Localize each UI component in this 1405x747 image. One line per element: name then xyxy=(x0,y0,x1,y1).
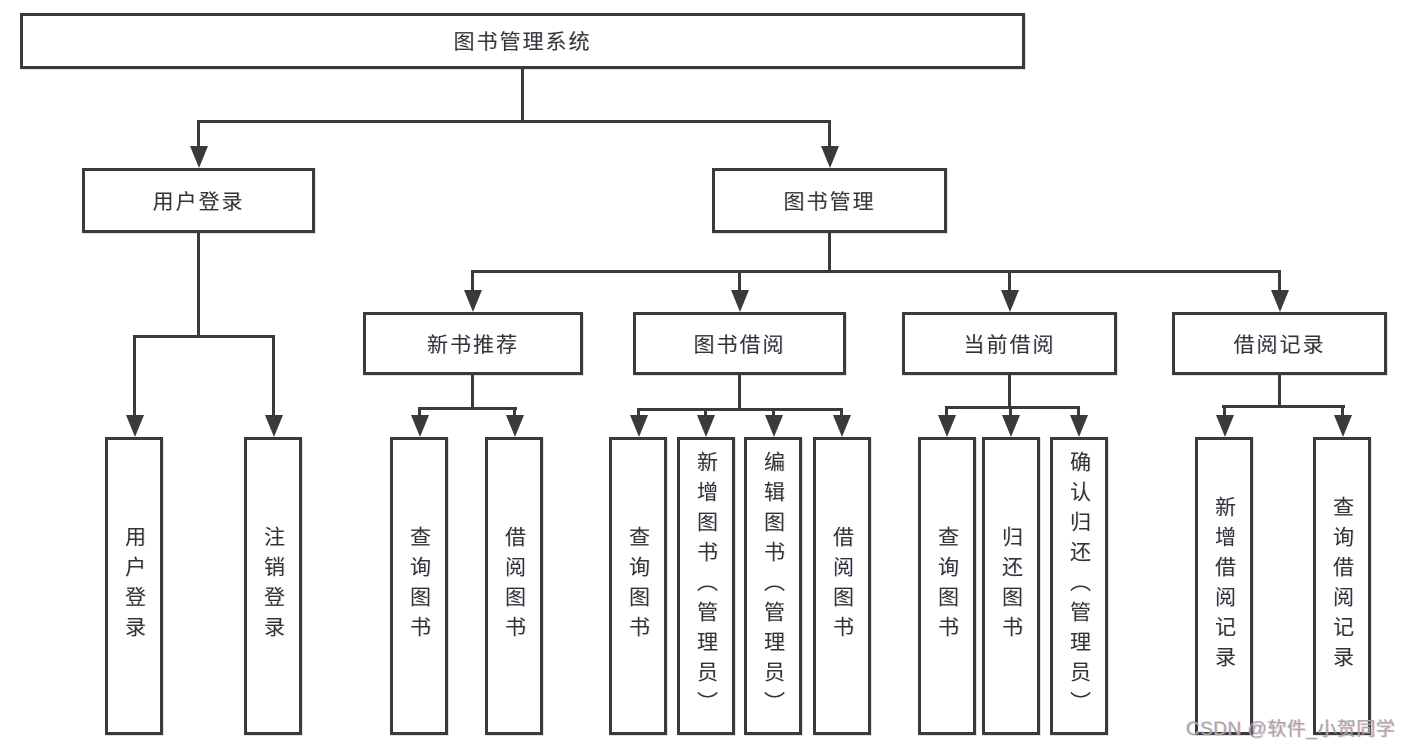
connector-recommend-stem xyxy=(471,375,474,409)
connector-bookmgmt-rail xyxy=(471,270,1281,273)
connector-borrowing-drop-3 xyxy=(772,408,775,417)
arrowhead-icon xyxy=(938,415,956,437)
arrowhead-icon xyxy=(265,415,283,437)
connector-current-rail xyxy=(945,406,1080,409)
connector-records-drop-1 xyxy=(1223,405,1226,417)
arrowhead-icon xyxy=(1216,415,1234,437)
node-library-system: 图书管理系统 xyxy=(20,13,1025,69)
arrowhead-icon xyxy=(411,415,429,437)
connector-borrowing-drop-2 xyxy=(704,408,707,417)
leaf-confirm-return-admin: 确认归还（管理员） xyxy=(1050,437,1108,735)
arrowhead-icon xyxy=(1070,415,1088,437)
node-new-book-recommend-label: 新书推荐 xyxy=(427,333,519,357)
leaf-edit-books-admin-label: 编辑图书（管理员） xyxy=(761,451,785,721)
connector-records-rail xyxy=(1222,405,1345,408)
leaf-return-books-label: 归还图书 xyxy=(999,526,1023,646)
node-user-login-label: 用户登录 xyxy=(152,190,245,214)
leaf-confirm-return-admin-label: 确认归还（管理员） xyxy=(1067,451,1091,721)
leaf-query-books-current-label: 查询图书 xyxy=(935,526,959,646)
node-book-borrowing: 图书借阅 xyxy=(633,312,846,375)
connector-userlogin-stem xyxy=(197,233,200,335)
leaf-query-books-current: 查询图书 xyxy=(918,437,976,735)
leaf-add-borrow-record-label: 新增借阅记录 xyxy=(1212,496,1236,676)
leaf-query-borrow-record-label: 查询借阅记录 xyxy=(1330,496,1354,676)
connector-root-drop-right xyxy=(828,120,831,148)
leaf-add-books-admin: 新增图书（管理员） xyxy=(677,437,735,735)
leaf-logout: 注销登录 xyxy=(244,437,302,735)
connector-current-stem xyxy=(1008,375,1011,408)
node-current-borrowing: 当前借阅 xyxy=(902,312,1117,375)
node-book-borrowing-label: 图书借阅 xyxy=(693,333,786,357)
node-current-borrowing-label: 当前借阅 xyxy=(963,333,1056,357)
leaf-query-books-recommend-label: 查询图书 xyxy=(407,526,431,646)
connector-root-drop-left xyxy=(197,120,200,148)
leaf-borrow-books-borrowing-label: 借阅图书 xyxy=(830,526,854,646)
leaf-logout-label: 注销登录 xyxy=(261,526,285,646)
leaf-user-login: 用户登录 xyxy=(105,437,163,735)
connector-recommend-drop-1 xyxy=(418,407,421,417)
leaf-user-login-label: 用户登录 xyxy=(122,526,146,646)
connector-records-stem xyxy=(1278,375,1281,407)
leaf-query-books-borrowing-label: 查询图书 xyxy=(626,526,650,646)
connector-userlogin-drop-2 xyxy=(272,335,275,417)
connector-current-drop-1 xyxy=(945,406,948,417)
arrowhead-icon xyxy=(1001,290,1019,312)
connector-borrowing-rail xyxy=(637,408,843,411)
arrowhead-icon xyxy=(765,415,783,437)
connector-borrowing-drop-1 xyxy=(637,408,640,417)
arrowhead-icon xyxy=(190,146,208,168)
leaf-add-books-admin-label: 新增图书（管理员） xyxy=(694,451,718,721)
leaf-edit-books-admin: 编辑图书（管理员） xyxy=(744,437,802,735)
arrowhead-icon xyxy=(833,415,851,437)
arrowhead-icon xyxy=(1334,415,1352,437)
csdn-watermark: CSDN @软件_小贺同学 xyxy=(1186,719,1396,740)
connector-bookmgmt-drop-2 xyxy=(738,270,741,292)
node-library-system-label: 图书管理系统 xyxy=(453,31,592,54)
node-borrowing-records-label: 借阅记录 xyxy=(1233,333,1326,357)
arrowhead-icon xyxy=(821,146,839,168)
connector-userlogin-drop-1 xyxy=(133,335,136,417)
connector-recommend-rail xyxy=(418,407,517,410)
leaf-return-books: 归还图书 xyxy=(982,437,1040,735)
node-new-book-recommend: 新书推荐 xyxy=(363,312,583,375)
node-borrowing-records: 借阅记录 xyxy=(1172,312,1387,375)
leaf-query-books-recommend: 查询图书 xyxy=(390,437,448,735)
leaf-borrow-books-recommend: 借阅图书 xyxy=(485,437,543,735)
connector-borrowing-drop-4 xyxy=(840,408,843,417)
leaf-query-books-borrowing: 查询图书 xyxy=(609,437,667,735)
node-book-management: 图书管理 xyxy=(712,168,947,233)
leaf-query-borrow-record: 查询借阅记录 xyxy=(1313,437,1371,735)
connector-current-drop-2 xyxy=(1009,406,1012,417)
connector-borrowing-stem xyxy=(738,375,741,410)
connector-bookmgmt-stem xyxy=(828,233,831,272)
connector-root-stem xyxy=(521,69,524,120)
connector-bookmgmt-drop-3 xyxy=(1008,270,1011,292)
arrowhead-icon xyxy=(506,415,524,437)
connector-root-rail xyxy=(197,120,831,123)
arrowhead-icon xyxy=(464,290,482,312)
connector-current-drop-3 xyxy=(1077,406,1080,417)
arrowhead-icon xyxy=(731,290,749,312)
arrowhead-icon xyxy=(126,415,144,437)
node-book-management-label: 图书管理 xyxy=(783,190,876,214)
leaf-borrow-books-recommend-label: 借阅图书 xyxy=(502,526,526,646)
arrowhead-icon xyxy=(697,415,715,437)
connector-bookmgmt-drop-1 xyxy=(471,270,474,292)
leaf-add-borrow-record: 新增借阅记录 xyxy=(1195,437,1253,735)
connector-userlogin-rail xyxy=(133,335,275,338)
connector-bookmgmt-drop-4 xyxy=(1278,270,1281,292)
arrowhead-icon xyxy=(1271,290,1289,312)
node-user-login: 用户登录 xyxy=(82,168,315,233)
connector-records-drop-2 xyxy=(1341,405,1344,417)
leaf-borrow-books-borrowing: 借阅图书 xyxy=(813,437,871,735)
connector-recommend-drop-2 xyxy=(513,407,516,417)
arrowhead-icon xyxy=(630,415,648,437)
arrowhead-icon xyxy=(1002,415,1020,437)
